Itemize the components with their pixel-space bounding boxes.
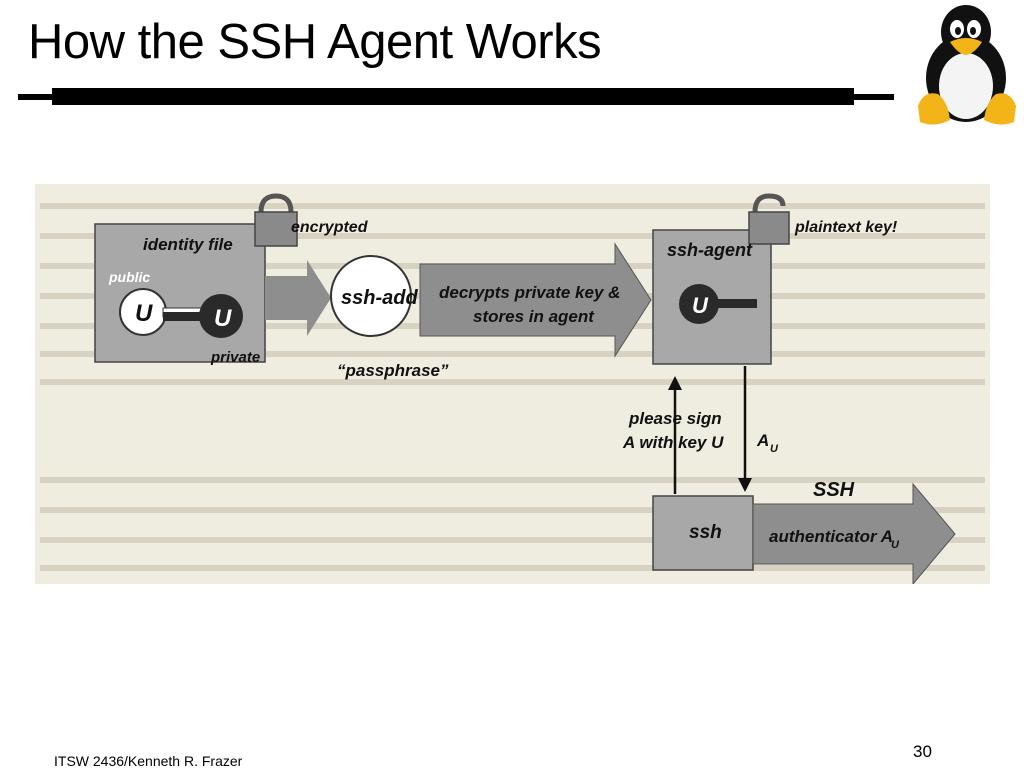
identity-file-label: identity file (143, 235, 233, 254)
private-label: private (210, 349, 260, 366)
slide-title: How the SSH Agent Works (28, 15, 602, 69)
arrow-identity-to-ssh-add (265, 260, 331, 336)
plaintext-lock-icon (748, 193, 790, 245)
ssh-add-label: ssh-add (341, 287, 418, 309)
svg-text:U: U (135, 300, 153, 327)
arrow-decrypt-to-agent (419, 242, 652, 358)
svg-text:U: U (692, 293, 709, 318)
decrypts-label-line1: decrypts private key & (439, 283, 620, 302)
agent-key-icon: U (679, 284, 757, 324)
title-rule-thick (52, 88, 854, 105)
ssh-add-circle (330, 255, 412, 337)
au-subscript: U (770, 443, 779, 455)
public-label: public (108, 269, 150, 285)
please-sign-line1: please sign (628, 409, 722, 428)
ssh-protocol-label: SSH (813, 479, 855, 501)
private-key-icon: U (163, 294, 243, 338)
decrypts-label-line2: stores in agent (473, 307, 595, 326)
ssh-client-box (652, 495, 754, 571)
slide-footer: ITSW 2436/Kenneth R. Frazer (54, 753, 243, 769)
authenticator-arrow (752, 482, 956, 584)
plaintext-key-label: plaintext key! (794, 219, 898, 236)
identity-lock-icon (254, 193, 298, 247)
authenticator-subscript: U (891, 539, 900, 551)
ssh-client-label: ssh (689, 522, 722, 543)
passphrase-label: “passphrase” (337, 361, 449, 380)
encrypted-label: encrypted (291, 219, 369, 236)
svg-text:U: U (214, 305, 232, 332)
ssh-agent-diagram: identity file encrypted public private U… (35, 184, 990, 584)
tux-penguin-logo (918, 5, 1016, 125)
identity-file-box (94, 223, 266, 363)
page-number: 30 (913, 742, 932, 761)
please-sign-line2: A with key U (622, 433, 724, 452)
au-letter: A (756, 431, 769, 450)
ssh-agent-label: ssh-agent (667, 240, 753, 260)
authenticator-label: authenticator A (769, 527, 893, 546)
